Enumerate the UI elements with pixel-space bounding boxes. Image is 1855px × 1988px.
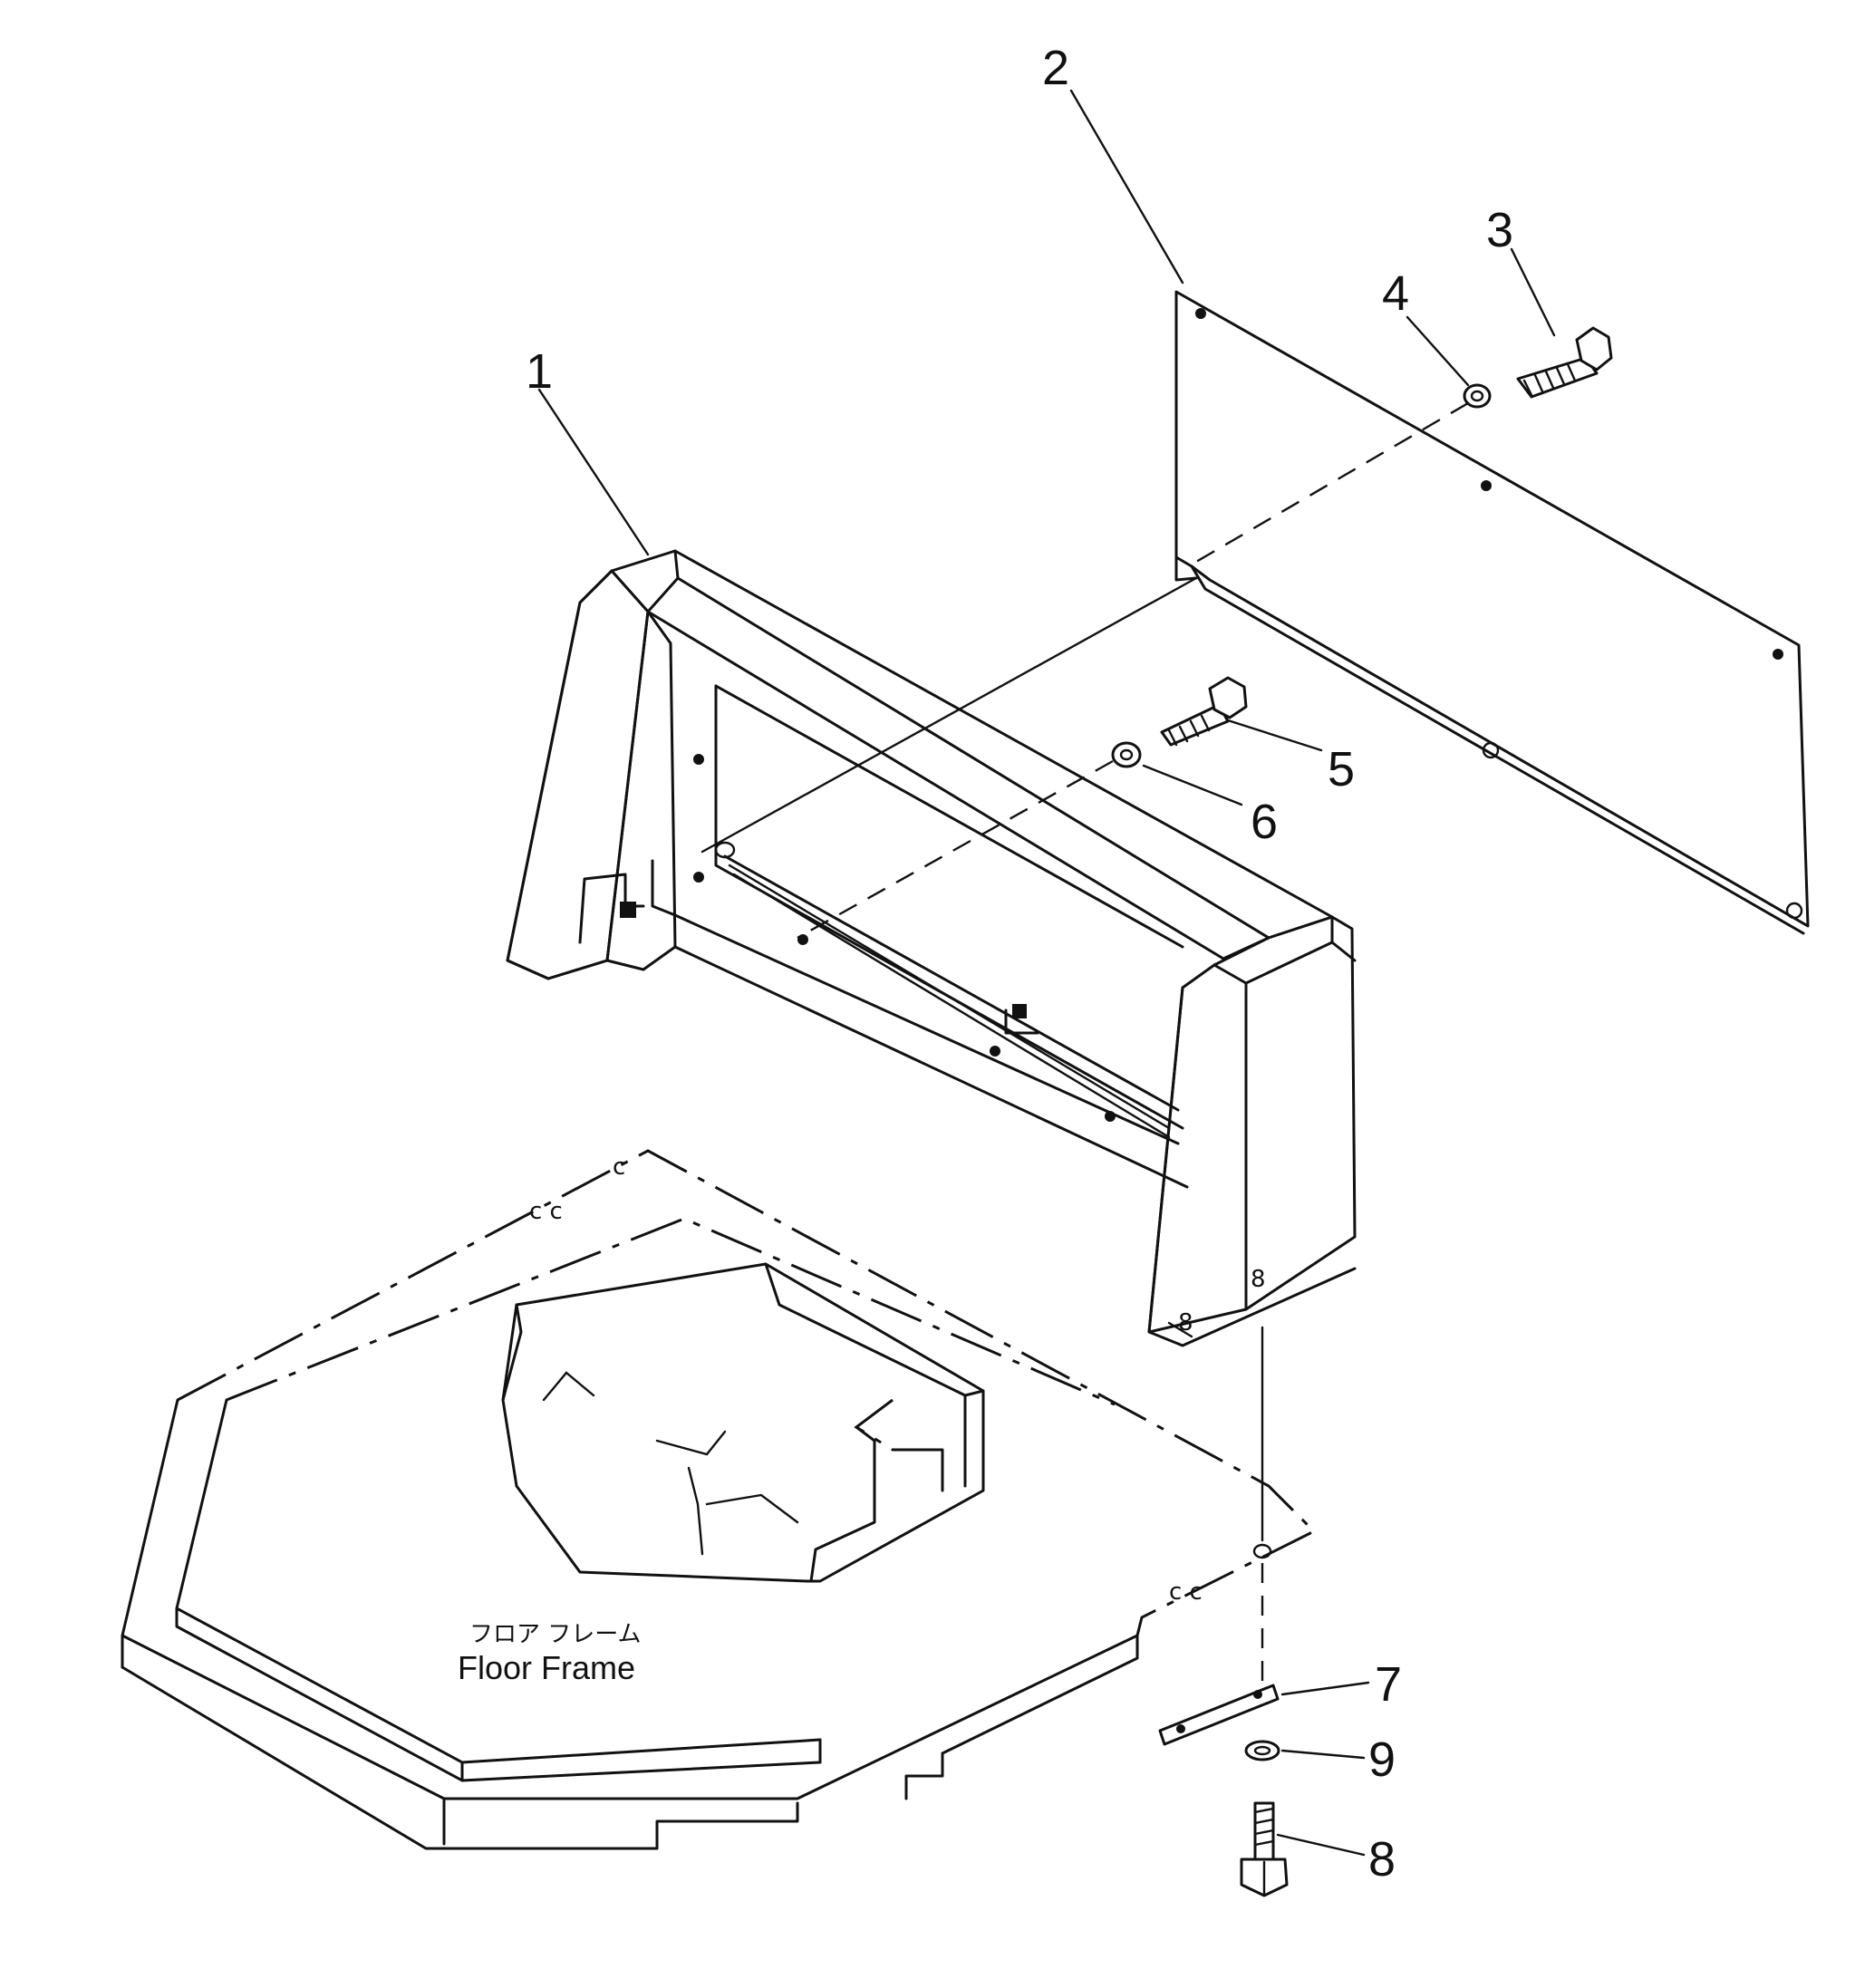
svg-text:c c: c c [529, 1198, 563, 1225]
leader-lines [537, 89, 1556, 1857]
callout-4: 4 [1382, 266, 1409, 321]
part-7-plate [1158, 1684, 1280, 1746]
part-1-frame: 8 8 [506, 549, 1357, 1347]
part-4-washer [1463, 383, 1492, 409]
callout-1: 1 [526, 344, 553, 399]
callout-7: 7 [1375, 1657, 1402, 1712]
seat-base-hump [501, 1262, 985, 1583]
callout-9: 9 [1368, 1732, 1396, 1787]
floor-frame: c c c c c [121, 1149, 1317, 1850]
floor-frame-label-en: Floor Frame [458, 1649, 635, 1686]
floor-frame-label-jp: フロア フレーム [469, 1621, 642, 1648]
callout-6: 6 [1251, 795, 1278, 849]
svg-text:c c: c c [1169, 1578, 1203, 1606]
callout-8: 8 [1368, 1832, 1396, 1887]
part-9-washer [1244, 1740, 1280, 1761]
callout-3: 3 [1486, 203, 1513, 257]
assembly-lines [700, 401, 1469, 1685]
callouts: 1 2 3 4 5 6 7 9 8 [526, 41, 1513, 1887]
svg-text:8: 8 [1251, 1266, 1266, 1293]
part-3-bolt [1516, 326, 1613, 399]
callout-5: 5 [1328, 742, 1355, 796]
part-6-washer [1111, 741, 1142, 768]
part-8-bolt [1240, 1801, 1289, 1897]
callout-2: 2 [1042, 41, 1069, 95]
svg-text:c: c [613, 1153, 625, 1181]
part-2-panel [1174, 290, 1810, 935]
part-5-bolt [1160, 676, 1248, 747]
